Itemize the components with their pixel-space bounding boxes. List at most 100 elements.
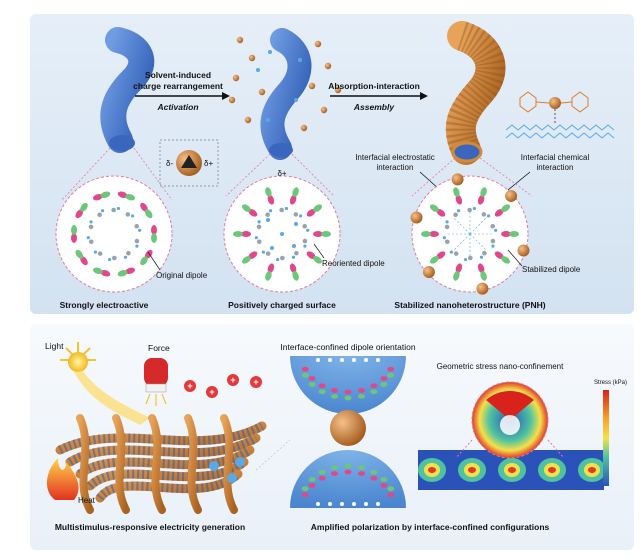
- dipole-positive-end: [117, 191, 128, 198]
- caption-positively-charged: Positively charged surface: [228, 300, 336, 310]
- dipole-negative-end: [453, 187, 460, 197]
- dipole: [421, 231, 439, 237]
- arrow1-label-below: Activation: [156, 102, 198, 112]
- dipole: [453, 187, 463, 205]
- dipole-negative-end: [292, 271, 299, 281]
- dipole: [241, 251, 258, 264]
- molecule-circle-reoriented: [223, 175, 341, 293]
- stress-region-peak: [468, 467, 476, 473]
- dipole-negative-end: [387, 372, 395, 378]
- fluorine-atom: [275, 257, 280, 262]
- dipole-positive-end: [301, 366, 309, 372]
- label-original-dipole: Original dipole: [156, 271, 208, 280]
- fluorine-atom: [123, 255, 128, 259]
- colorbar-label: Stress (kPa): [594, 380, 627, 386]
- electron: [270, 246, 274, 250]
- arrow2-label-below: Assembly: [353, 102, 395, 112]
- carbon-atom: [468, 255, 473, 261]
- electron: [328, 502, 332, 506]
- carbon-atom: [293, 212, 299, 217]
- dipole-positive-end: [330, 471, 338, 476]
- dipole-negative-end: [75, 249, 84, 259]
- fluorine-atom: [89, 220, 93, 224]
- carbon-atom: [453, 212, 458, 218]
- caption-multistimulus: Multistimulus-responsive electricity gen…: [55, 522, 245, 532]
- dipole-negative-end: [429, 204, 439, 212]
- dipole-negative-end: [308, 382, 316, 387]
- dipole: [477, 263, 487, 281]
- dipole-negative-end: [480, 187, 487, 197]
- particle: [320, 106, 328, 114]
- fiber-mat: [55, 414, 267, 514]
- particle: [232, 74, 240, 82]
- electron: [294, 98, 298, 102]
- carbon-atom: [280, 255, 285, 261]
- fiber-strand-texture: [67, 434, 259, 466]
- particle: [228, 96, 236, 104]
- arrow-activation: [135, 92, 230, 100]
- dipole-negative-end: [292, 187, 299, 197]
- dipole-negative-end: [265, 271, 272, 281]
- dipole-negative-end: [241, 256, 251, 264]
- dipole-negative-end: [233, 231, 243, 237]
- dipole-positive-end: [318, 475, 326, 481]
- dipole-negative-end: [480, 271, 487, 281]
- dipole-negative-end: [265, 187, 272, 197]
- title-stress-confinement: Geometric stress nano-confinement: [437, 362, 565, 371]
- electron: [364, 502, 368, 506]
- dipole-positive-end: [455, 263, 463, 274]
- fluorine-atom: [107, 257, 112, 262]
- anchored-particle: [422, 266, 435, 279]
- fluorine-atom: [284, 206, 289, 211]
- dipole-negative-end: [241, 204, 251, 212]
- molecule-circle-original: [55, 175, 173, 293]
- electron: [328, 358, 332, 362]
- dipole-positive-end: [301, 492, 309, 498]
- dipole-positive-end: [75, 209, 84, 219]
- pointer-reoriented-dipole: [313, 243, 325, 259]
- dipole-negative-end: [429, 256, 439, 264]
- carbon-atom: [444, 239, 450, 245]
- fluorine-atom: [86, 236, 90, 240]
- label-heat: Heat: [78, 496, 96, 505]
- callout-chemical-line2: interaction: [537, 163, 574, 172]
- dipole-negative-end: [344, 463, 352, 469]
- fiber-orange-assembled: [445, 21, 506, 165]
- dipole-positive-end: [151, 225, 157, 235]
- dipole-negative-end: [318, 389, 326, 395]
- dipole-positive-end: [477, 263, 485, 274]
- fluorine-atom: [261, 250, 266, 254]
- particle: [300, 124, 308, 132]
- anchored-particle: [517, 244, 530, 257]
- dipole-negative-end: [380, 382, 388, 387]
- dipole: [117, 267, 136, 277]
- arrow1-label-line1: Solvent-induced: [145, 70, 211, 80]
- stress-region-peak: [428, 467, 436, 473]
- fiber-strand: [220, 414, 238, 514]
- chemical-structure-inset: [505, 91, 615, 139]
- dipole-negative-end: [370, 389, 378, 395]
- pointer-stabilized-dipole: [507, 249, 523, 267]
- svg-text:+: +: [187, 381, 192, 391]
- fiber-strand: [76, 414, 94, 514]
- delta-minus-label: δ-: [166, 159, 173, 168]
- particle: [236, 36, 244, 44]
- fluorine-atom: [491, 244, 495, 248]
- fluorine-atom: [298, 214, 303, 218]
- label-reoriented-dipole: Reoriented dipole: [322, 259, 385, 268]
- dipole: [265, 263, 275, 281]
- particle: [244, 116, 252, 124]
- dipole-negative-end: [344, 395, 352, 401]
- fluorine-atom: [93, 250, 98, 254]
- callout-electrostatic-line2: interaction: [377, 163, 414, 172]
- stress-colorbar: [603, 390, 609, 486]
- carbon-atom: [97, 251, 103, 256]
- dipole-positive-end: [387, 366, 395, 372]
- dipole-positive-end: [267, 194, 275, 205]
- fluorine-atom: [303, 244, 307, 248]
- dipole: [289, 187, 299, 205]
- label-light: Light: [45, 341, 64, 351]
- dipole-positive-end: [380, 483, 388, 488]
